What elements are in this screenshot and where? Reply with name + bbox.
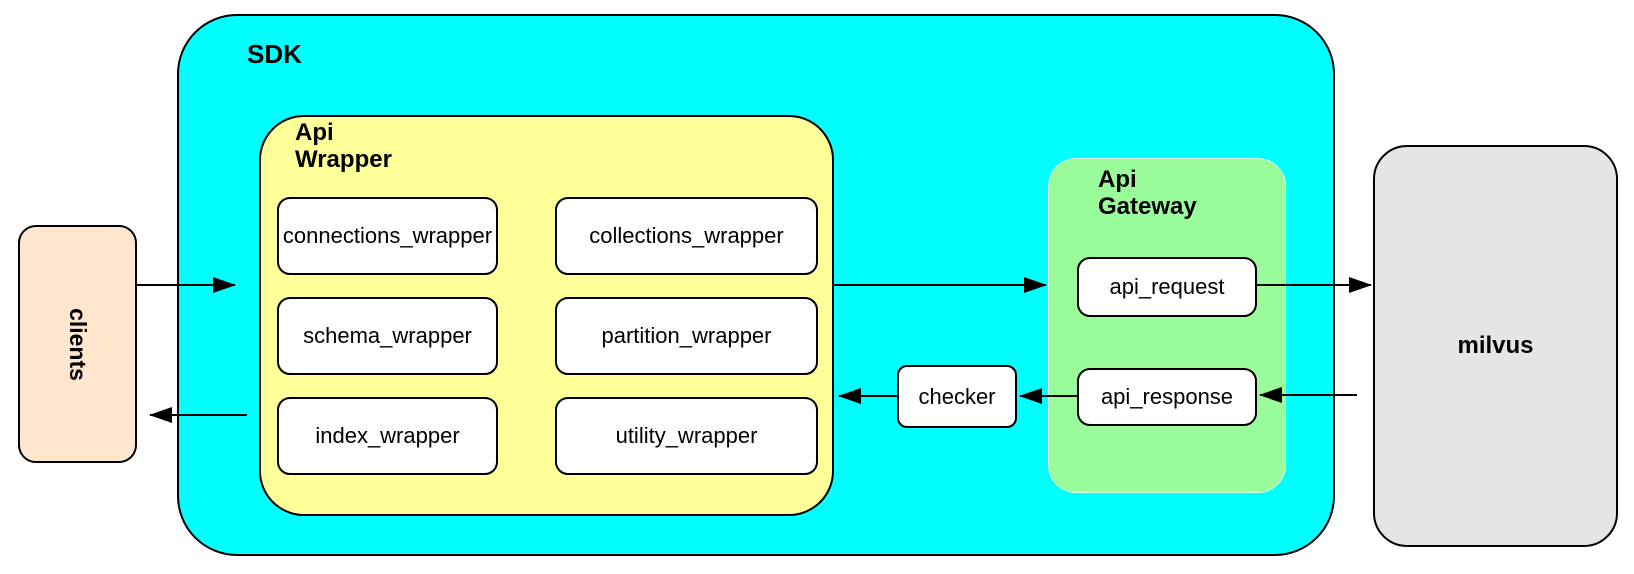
collections-wrapper-label: collections_wrapper [589,223,784,248]
node-partition-wrapper: partition_wrapper [555,297,818,375]
node-clients: clients [18,225,137,463]
api-response-label: api_response [1100,384,1234,409]
sdk-label: SDK [247,39,302,69]
node-index-wrapper: index_wrapper [277,397,498,475]
checker-label: checker [918,383,996,409]
node-collections-wrapper: collections_wrapper [555,197,818,275]
node-checker: checker [897,365,1017,428]
node-api-response: api_response [1077,368,1257,426]
node-utility-wrapper: utility_wrapper [555,397,818,475]
clients-label: clients [65,307,91,381]
node-milvus: milvus [1373,145,1618,547]
connections-wrapper-label: connections_wrapper [282,223,493,248]
api-wrapper-label: Api Wrapper [295,119,392,173]
node-schema-wrapper: schema_wrapper [277,297,498,375]
partition-wrapper-label: partition_wrapper [601,323,772,348]
index-wrapper-label: index_wrapper [315,423,460,448]
schema-wrapper-label: schema_wrapper [303,323,472,348]
node-connections-wrapper: connections_wrapper [277,197,498,275]
api-request-label: api_request [1109,274,1225,299]
milvus-label: milvus [1457,332,1534,359]
api-gateway-container [1048,158,1286,493]
api-gateway-label: Api Gateway [1098,166,1197,220]
utility-wrapper-label: utility_wrapper [615,423,758,448]
node-api-request: api_request [1077,257,1257,317]
